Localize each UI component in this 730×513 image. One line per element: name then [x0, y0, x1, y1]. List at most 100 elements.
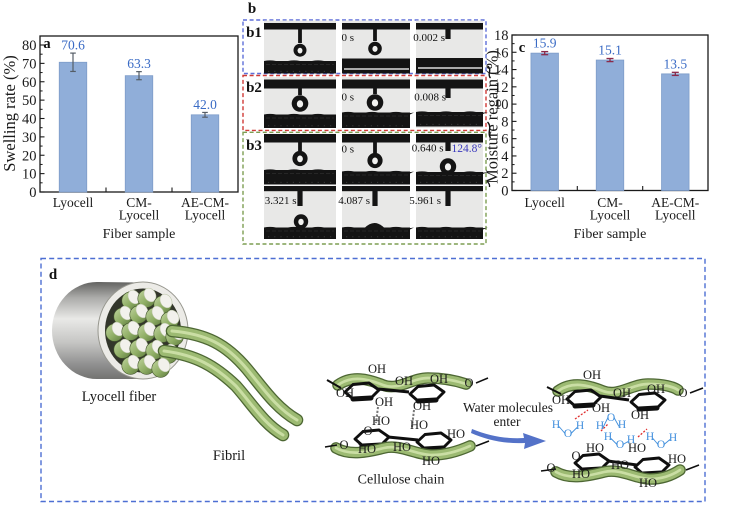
svg-text:30: 30 [22, 130, 37, 146]
svg-text:O: O [546, 461, 555, 475]
svg-text:O: O [607, 412, 615, 424]
svg-text:O: O [464, 376, 473, 390]
svg-text:0: 0 [501, 184, 508, 200]
svg-text:Fibril: Fibril [213, 448, 245, 464]
svg-text:0.002 s: 0.002 s [413, 32, 445, 44]
svg-text:Water molecules: Water molecules [463, 400, 553, 415]
svg-text:HO: HO [422, 454, 440, 468]
svg-text:3.321 s: 3.321 s [265, 195, 297, 207]
svg-text:O: O [363, 424, 372, 438]
svg-text:2: 2 [501, 166, 508, 182]
svg-text:10: 10 [22, 167, 37, 183]
svg-text:CM-: CM- [597, 195, 623, 210]
svg-text:H: H [669, 432, 677, 444]
svg-text:20: 20 [22, 148, 37, 164]
svg-text:OH: OH [583, 368, 601, 382]
svg-text:HO: HO [668, 452, 686, 466]
svg-text:70: 70 [22, 56, 37, 72]
svg-text:AE-CM-: AE-CM- [651, 195, 699, 210]
svg-text:50: 50 [22, 93, 37, 109]
svg-text:Cellulose chain: Cellulose chain [358, 473, 445, 488]
svg-text:O: O [339, 438, 348, 452]
svg-text:HO: HO [572, 467, 590, 481]
svg-text:0 s: 0 s [342, 92, 355, 104]
svg-text:Lyocell: Lyocell [590, 208, 631, 223]
svg-text:124.8°: 124.8° [452, 143, 483, 155]
svg-text:15.9: 15.9 [533, 36, 557, 51]
svg-text:40: 40 [22, 112, 37, 128]
svg-text:O: O [564, 428, 572, 440]
svg-text:CM-: CM- [126, 195, 152, 210]
svg-text:80: 80 [22, 38, 37, 54]
svg-text:O: O [616, 439, 624, 451]
svg-text:Lyocell fiber: Lyocell fiber [82, 389, 157, 405]
svg-text:HO: HO [611, 458, 629, 472]
svg-text:b3: b3 [246, 138, 262, 154]
svg-text:OH: OH [647, 382, 665, 396]
svg-text:Lyocell: Lyocell [185, 208, 226, 223]
svg-text:H: H [552, 419, 560, 431]
svg-text:0.008 s: 0.008 s [414, 92, 446, 104]
svg-text:OH: OH [395, 374, 413, 388]
svg-text:OH: OH [592, 401, 610, 415]
svg-text:O: O [678, 386, 687, 400]
svg-text:c: c [519, 40, 526, 56]
svg-text:H: H [627, 434, 635, 446]
svg-text:0: 0 [29, 185, 36, 201]
svg-text:H: H [604, 431, 612, 443]
svg-text:16: 16 [494, 45, 509, 61]
svg-text:0.640 s: 0.640 s [412, 143, 444, 155]
svg-text:O: O [571, 449, 580, 463]
svg-text:d: d [49, 267, 58, 283]
svg-text:OH: OH [336, 386, 354, 400]
svg-text:b1: b1 [246, 25, 262, 41]
svg-text:HO: HO [639, 476, 657, 490]
svg-text:Lyocell: Lyocell [53, 195, 94, 210]
svg-text:AE-CM-: AE-CM- [181, 195, 229, 210]
svg-text:8: 8 [501, 114, 508, 130]
svg-text:14: 14 [494, 63, 509, 79]
svg-text:Fiber sample: Fiber sample [574, 227, 647, 242]
svg-text:H: H [576, 420, 584, 432]
svg-text:HO: HO [393, 440, 411, 454]
svg-text:4.087 s: 4.087 s [338, 195, 370, 207]
svg-text:4: 4 [501, 149, 509, 165]
svg-text:12: 12 [494, 80, 509, 96]
svg-text:OH: OH [430, 372, 448, 386]
svg-text:HO: HO [628, 441, 646, 455]
svg-text:HO: HO [410, 418, 428, 432]
svg-text:O: O [657, 439, 665, 451]
svg-text:HO: HO [447, 427, 465, 441]
svg-text:OH: OH [413, 399, 431, 413]
svg-text:10: 10 [494, 97, 509, 113]
svg-text:0 s: 0 s [342, 32, 355, 44]
svg-text:15.1: 15.1 [598, 42, 622, 57]
svg-text:HO: HO [372, 414, 390, 428]
svg-text:H: H [618, 419, 626, 431]
svg-text:0 s: 0 s [342, 144, 355, 156]
svg-text:Lyocell: Lyocell [655, 208, 696, 223]
svg-text:OH: OH [375, 395, 393, 409]
svg-text:70.6: 70.6 [61, 38, 85, 53]
svg-text:b: b [248, 1, 256, 17]
svg-text:13.5: 13.5 [663, 56, 687, 71]
svg-text:b2: b2 [246, 80, 262, 96]
svg-text:a: a [43, 36, 51, 52]
svg-text:Moisture regain (%): Moisture regain (%) [483, 50, 502, 184]
svg-text:Fiber sample: Fiber sample [103, 227, 176, 242]
svg-text:OH: OH [552, 393, 570, 407]
svg-text:HO: HO [358, 442, 376, 456]
svg-text:OH: OH [613, 386, 631, 400]
svg-text:H: H [596, 420, 604, 432]
svg-text:5.961 s: 5.961 s [409, 195, 441, 207]
svg-text:42.0: 42.0 [193, 97, 217, 112]
svg-text:Lyocell: Lyocell [524, 195, 565, 210]
svg-text:Lyocell: Lyocell [119, 208, 160, 223]
svg-text:OH: OH [631, 408, 649, 422]
svg-text:HO: HO [586, 441, 604, 455]
svg-text:6: 6 [501, 132, 508, 148]
svg-text:60: 60 [22, 75, 37, 91]
svg-text:OH: OH [368, 362, 386, 376]
svg-text:63.3: 63.3 [127, 56, 151, 71]
svg-text:Swelling rate (%): Swelling rate (%) [0, 55, 19, 171]
